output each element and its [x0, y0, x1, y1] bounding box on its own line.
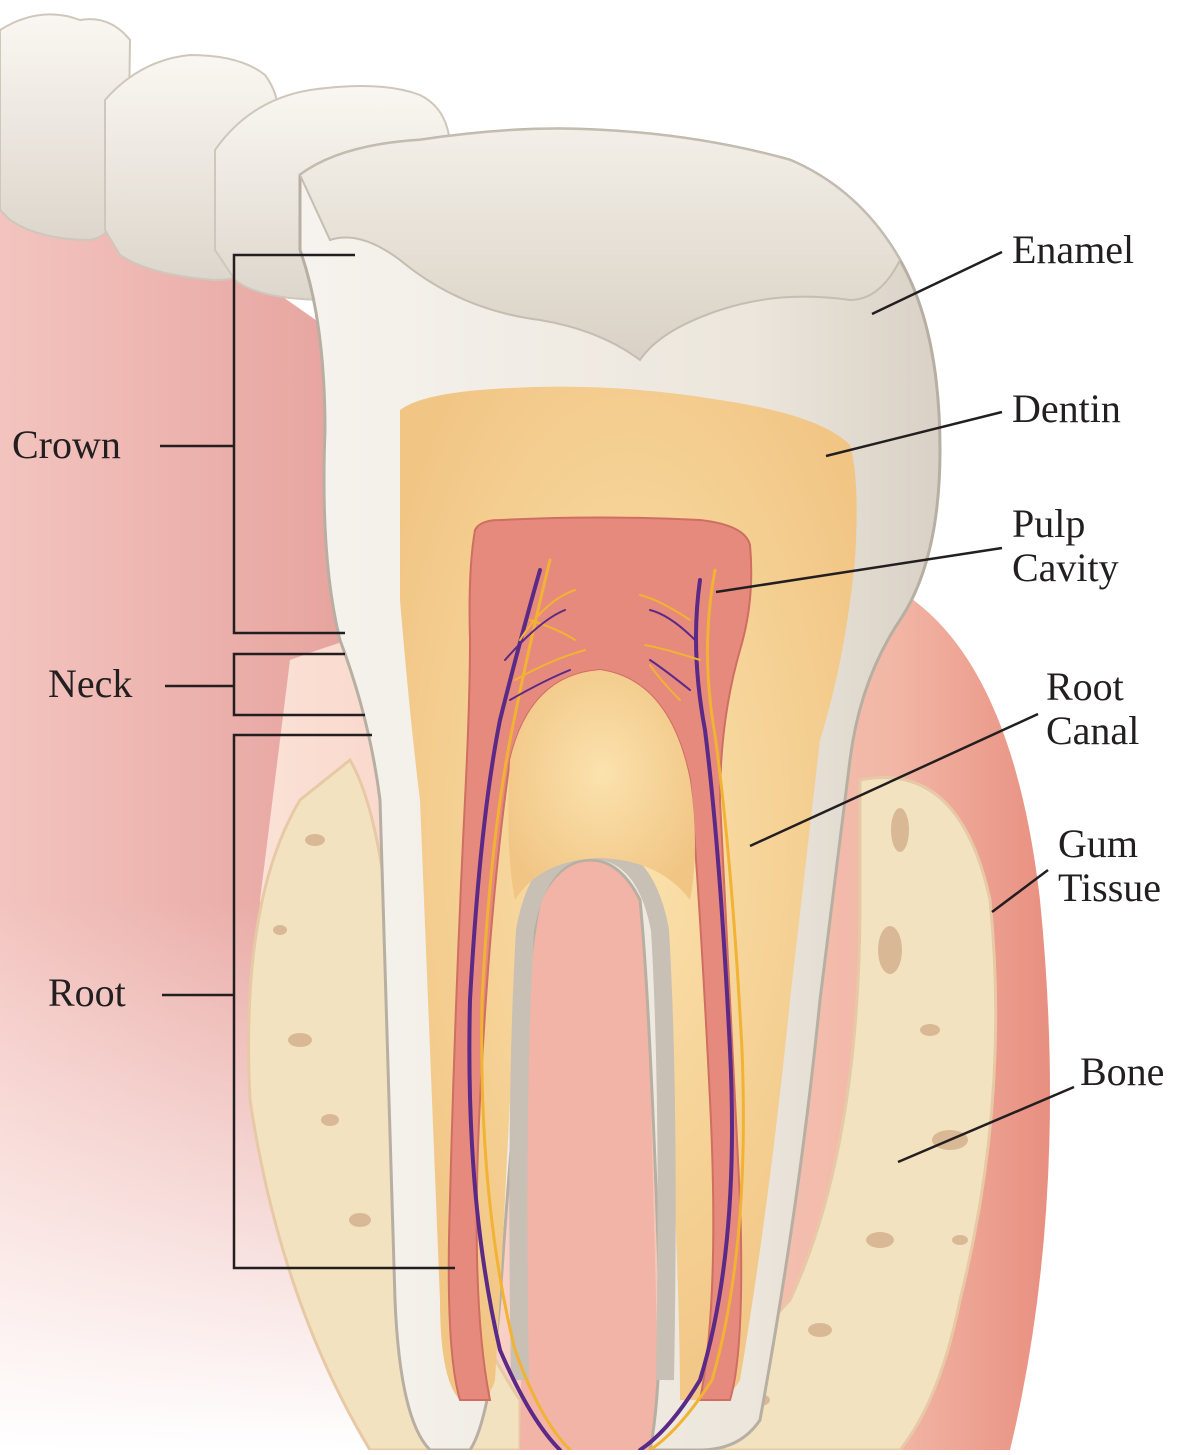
- neck-label: Neck: [48, 662, 132, 706]
- pulp-cavity-label: Pulp Cavity: [1012, 502, 1119, 590]
- inter-root-tissue: [520, 850, 660, 1450]
- root-canal-label: Root Canal: [1046, 665, 1139, 753]
- pulp-cavity-label-line1: Pulp: [1012, 502, 1119, 546]
- dentin-label: Dentin: [1012, 387, 1121, 431]
- pulp-cavity-label-line2: Cavity: [1012, 546, 1119, 590]
- bone-label: Bone: [1080, 1050, 1164, 1094]
- enamel-label: Enamel: [1012, 228, 1134, 272]
- gum-tissue-label-line1: Gum: [1058, 822, 1161, 866]
- gum-tissue-label-line2: Tissue: [1058, 866, 1161, 910]
- root-label: Root: [48, 971, 126, 1015]
- root-canal-label-line1: Root: [1046, 665, 1139, 709]
- gum-tissue-label: Gum Tissue: [1058, 822, 1161, 910]
- crown-label: Crown: [12, 423, 121, 467]
- root-canal-label-line2: Canal: [1046, 709, 1139, 753]
